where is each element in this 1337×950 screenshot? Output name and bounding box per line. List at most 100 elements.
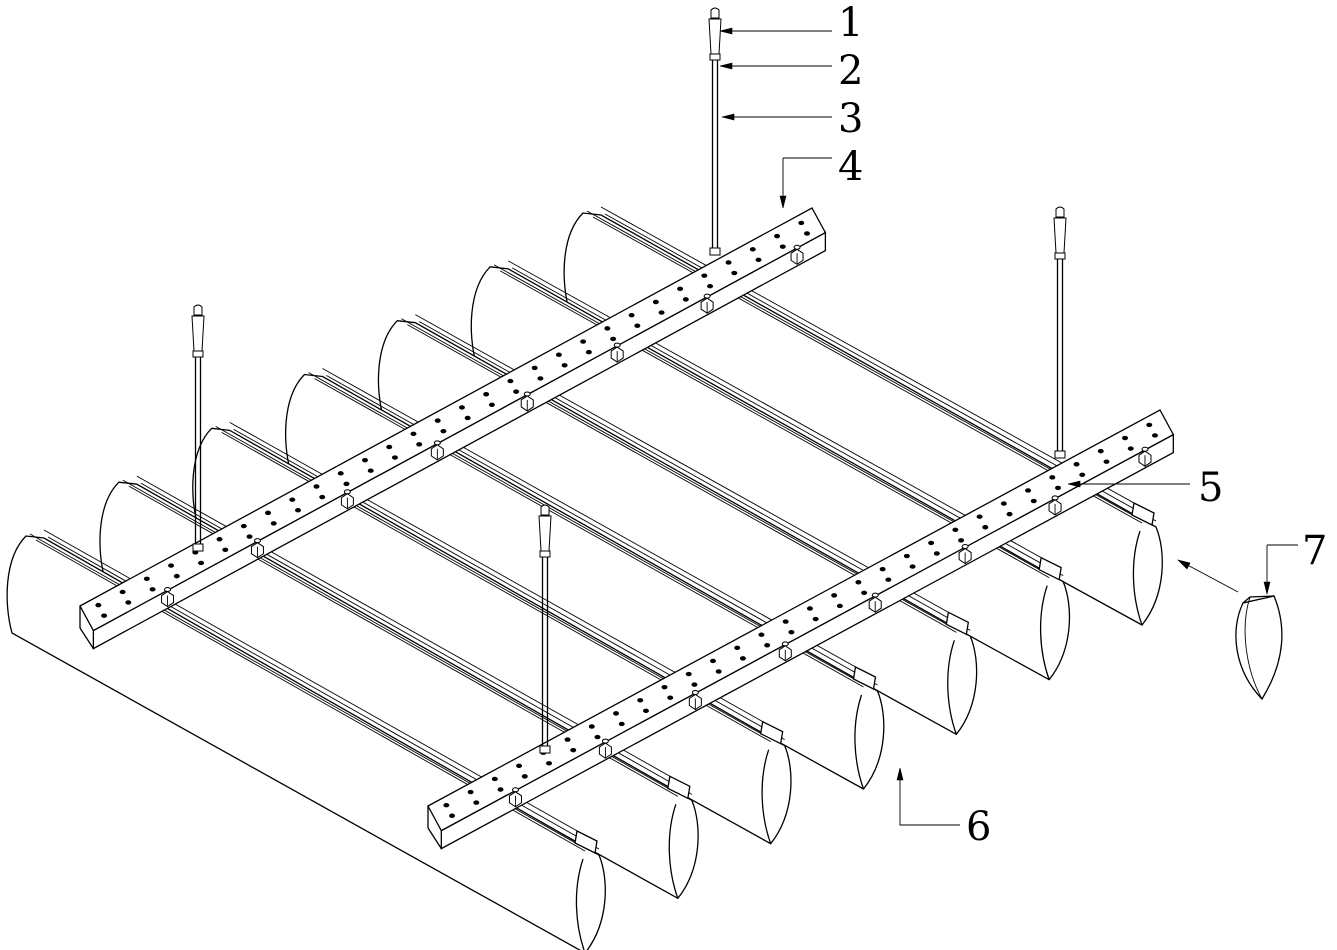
carrier-hole — [570, 747, 577, 753]
carrier-bar — [427, 409, 1175, 850]
bolt-head — [164, 587, 172, 593]
carrier-hole — [903, 553, 910, 559]
carrier-top-face — [427, 409, 1175, 832]
anchor-nut — [1054, 252, 1066, 260]
blade-end-curve — [668, 804, 679, 899]
carrier-hole — [513, 389, 520, 394]
blade-end-curve — [854, 694, 865, 790]
bolt-head — [613, 342, 621, 348]
carrier-hole — [531, 365, 538, 371]
carrier-hole — [628, 312, 635, 318]
blade-end-curve — [1132, 530, 1143, 626]
carrier-hole — [685, 671, 692, 677]
bolt-nut — [868, 592, 882, 613]
carrier-hole — [467, 789, 474, 795]
bolt-nut — [161, 587, 175, 608]
carrier-hole — [634, 323, 641, 328]
rod-nut — [709, 247, 721, 256]
rod-nut — [1054, 450, 1066, 459]
carrier-hole — [386, 444, 393, 450]
bolt-nut — [790, 244, 804, 265]
bolt-head — [433, 440, 441, 446]
carrier-hole — [246, 534, 253, 539]
bolt-head — [781, 641, 789, 647]
bolt-head — [1141, 446, 1149, 452]
bolt-head — [703, 293, 711, 299]
blade-channel-tab — [852, 666, 877, 690]
carrier-hole — [458, 405, 465, 410]
bolt-head — [523, 391, 531, 397]
carrier-hole — [731, 270, 738, 276]
end-cap-face — [1235, 595, 1283, 701]
anchor-nut — [539, 550, 551, 558]
carrier-end — [427, 827, 442, 849]
carrier-hole — [709, 658, 716, 664]
carrier-hole — [661, 684, 668, 690]
carrier-hole — [1006, 511, 1013, 517]
carrier-hole — [343, 481, 350, 487]
carrier-hole — [779, 244, 786, 249]
bolt-head — [793, 244, 801, 250]
carrier-bar — [79, 207, 827, 650]
carrier-layer — [79, 207, 1175, 850]
end-cap — [1235, 595, 1283, 701]
carrier-hole — [755, 257, 762, 263]
carrier-hole — [1049, 475, 1056, 480]
carrier-hole — [707, 283, 714, 289]
carrier-hole — [682, 297, 689, 302]
carrier-hole — [337, 471, 344, 476]
carrier-hole — [473, 800, 480, 805]
carrier-hole — [1103, 459, 1110, 464]
bolt-nut — [250, 538, 264, 559]
carrier-hole — [561, 363, 568, 368]
carrier-hole — [149, 587, 156, 592]
carrier-hole — [812, 616, 819, 622]
carrier-hole — [313, 484, 320, 489]
carrier-hole — [788, 629, 795, 635]
blade-lip-line — [586, 210, 1137, 518]
carrier-hole — [588, 724, 595, 729]
carrier-hole — [952, 527, 959, 533]
callout-7: 7 — [1302, 528, 1327, 574]
carrier-hole — [555, 352, 562, 357]
blade-channel-tab — [945, 611, 970, 636]
rod-nut — [539, 745, 551, 754]
arrow-assembly-direction — [1177, 559, 1191, 570]
carrier-hole — [449, 813, 456, 818]
bolt-head — [511, 787, 519, 793]
carrier-hole — [319, 494, 326, 500]
bolt-nut — [508, 787, 522, 808]
carrier-hole — [168, 563, 175, 568]
arrow-5 — [1067, 480, 1081, 488]
carrier-hole — [410, 431, 417, 436]
blade-channel-tab — [574, 830, 598, 854]
blade-channel-tab — [667, 775, 691, 800]
carrier-hole — [831, 593, 838, 598]
bolt-nut — [700, 293, 714, 314]
carrier-hole — [125, 600, 132, 605]
callout-3: 3 — [838, 96, 863, 142]
callout-5: 5 — [1198, 465, 1223, 511]
leader-lines — [719, 27, 1298, 826]
leader-6 — [899, 768, 960, 826]
carrier-hole — [658, 310, 665, 315]
carrier-hole — [289, 497, 296, 502]
carrier-hole — [764, 643, 771, 648]
blade-end-curve — [947, 640, 957, 735]
carrier-hole — [491, 776, 498, 782]
bolt-nut — [598, 738, 612, 759]
carrier-hole — [691, 682, 698, 687]
carrier-hole — [637, 698, 644, 703]
carrier-hole — [715, 669, 722, 674]
blade-body — [6, 535, 606, 950]
carrier-hole — [265, 510, 272, 516]
callout-2: 2 — [838, 48, 863, 94]
anchor-nut — [709, 53, 721, 61]
carrier-hole — [1146, 422, 1153, 428]
callout-labels: 1 2 3 4 5 6 7 — [838, 0, 1327, 850]
carrier-hole — [610, 336, 617, 342]
carrier-hole — [1122, 435, 1129, 441]
carrier-hole — [222, 547, 229, 552]
carrier-hole — [240, 523, 247, 529]
